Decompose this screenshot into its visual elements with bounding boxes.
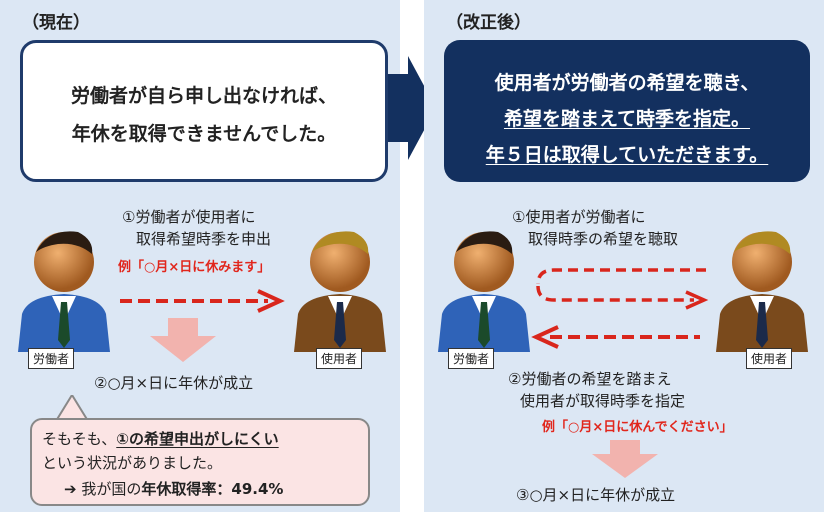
request-arrow-icon [120,289,285,313]
revised-summary-line3: 年５日は取得していただきます。 [485,144,769,166]
current-step1-line2: 取得希望時季を申出 [136,230,272,248]
current-header: （現在） [22,13,90,33]
revised-summary-box: 使用者が労働者の希望を聴き、 希望を踏まえて時季を指定。 年５日は取得していただ… [444,40,810,182]
designation-arrow-icon [531,325,700,349]
bubble-line3-pre: 我が国の [81,480,142,498]
bubble-line1-pre: そもそも、 [42,430,117,448]
bubble-line3-emph: 年休取得率：49.4% [141,480,284,498]
revised-step1-line2: 取得時季の希望を聴取 [528,230,679,248]
revised-step2-line2: 使用者が取得時季を指定 [520,392,686,410]
worker-person-icon [18,231,110,352]
current-summary-line2: 年休を取得できませんでした。 [71,123,337,145]
transition-arrow-icon [388,56,436,160]
employer-label-right: 使用者 [746,348,793,369]
revised-header: （改正後） [446,13,531,33]
revised-summary-line1: 使用者が労働者の希望を聴き、 [494,72,760,94]
bubble-line2: という状況がありました。 [42,454,223,472]
worker-label-left: 労働者 [28,348,75,369]
current-example: 例「○月×日に休みます」 [118,260,271,275]
bubble-line1: そもそも、①の希望申出がしにくい [42,428,279,449]
hearing-arrows-icon [536,268,709,310]
revised-step1-line1: ①使用者が労働者に [512,208,646,226]
worker-person-icon [438,231,530,352]
note-bubble: そもそも、①の希望申出がしにくい という状況がありました。 ➔ 我が国の年休取得… [30,418,370,506]
current-summary-line1: 労働者が自ら申し出なければ、 [70,85,337,107]
revised-step2-line1: ②労働者の希望を踏まえ [508,370,672,388]
worker-label-right: 労働者 [448,348,495,369]
down-arrow-icon [592,440,658,478]
down-arrow-icon [150,318,216,362]
bubble-line1-emph: ①の希望申出がしにくい [116,430,279,448]
employer-person-icon [716,231,808,352]
revised-summary-line2: 希望を踏まえて時季を指定。 [503,108,751,130]
bubble-line3: ➔ 我が国の年休取得率：49.4% [64,478,283,499]
bubble-arrow-icon: ➔ [64,480,77,498]
current-step1-line1: ①労働者が使用者に [122,208,256,226]
employer-person-icon [294,231,386,352]
revised-step3: ③○月×日に年休が成立 [516,486,676,504]
revised-example: 例「○月×日に休んでください」 [542,420,733,435]
employer-label-left: 使用者 [316,348,363,369]
current-summary-box: 労働者が自ら申し出なければ、 年休を取得できませんでした。 [20,40,388,182]
current-step2: ②○月×日に年休が成立 [94,374,254,392]
